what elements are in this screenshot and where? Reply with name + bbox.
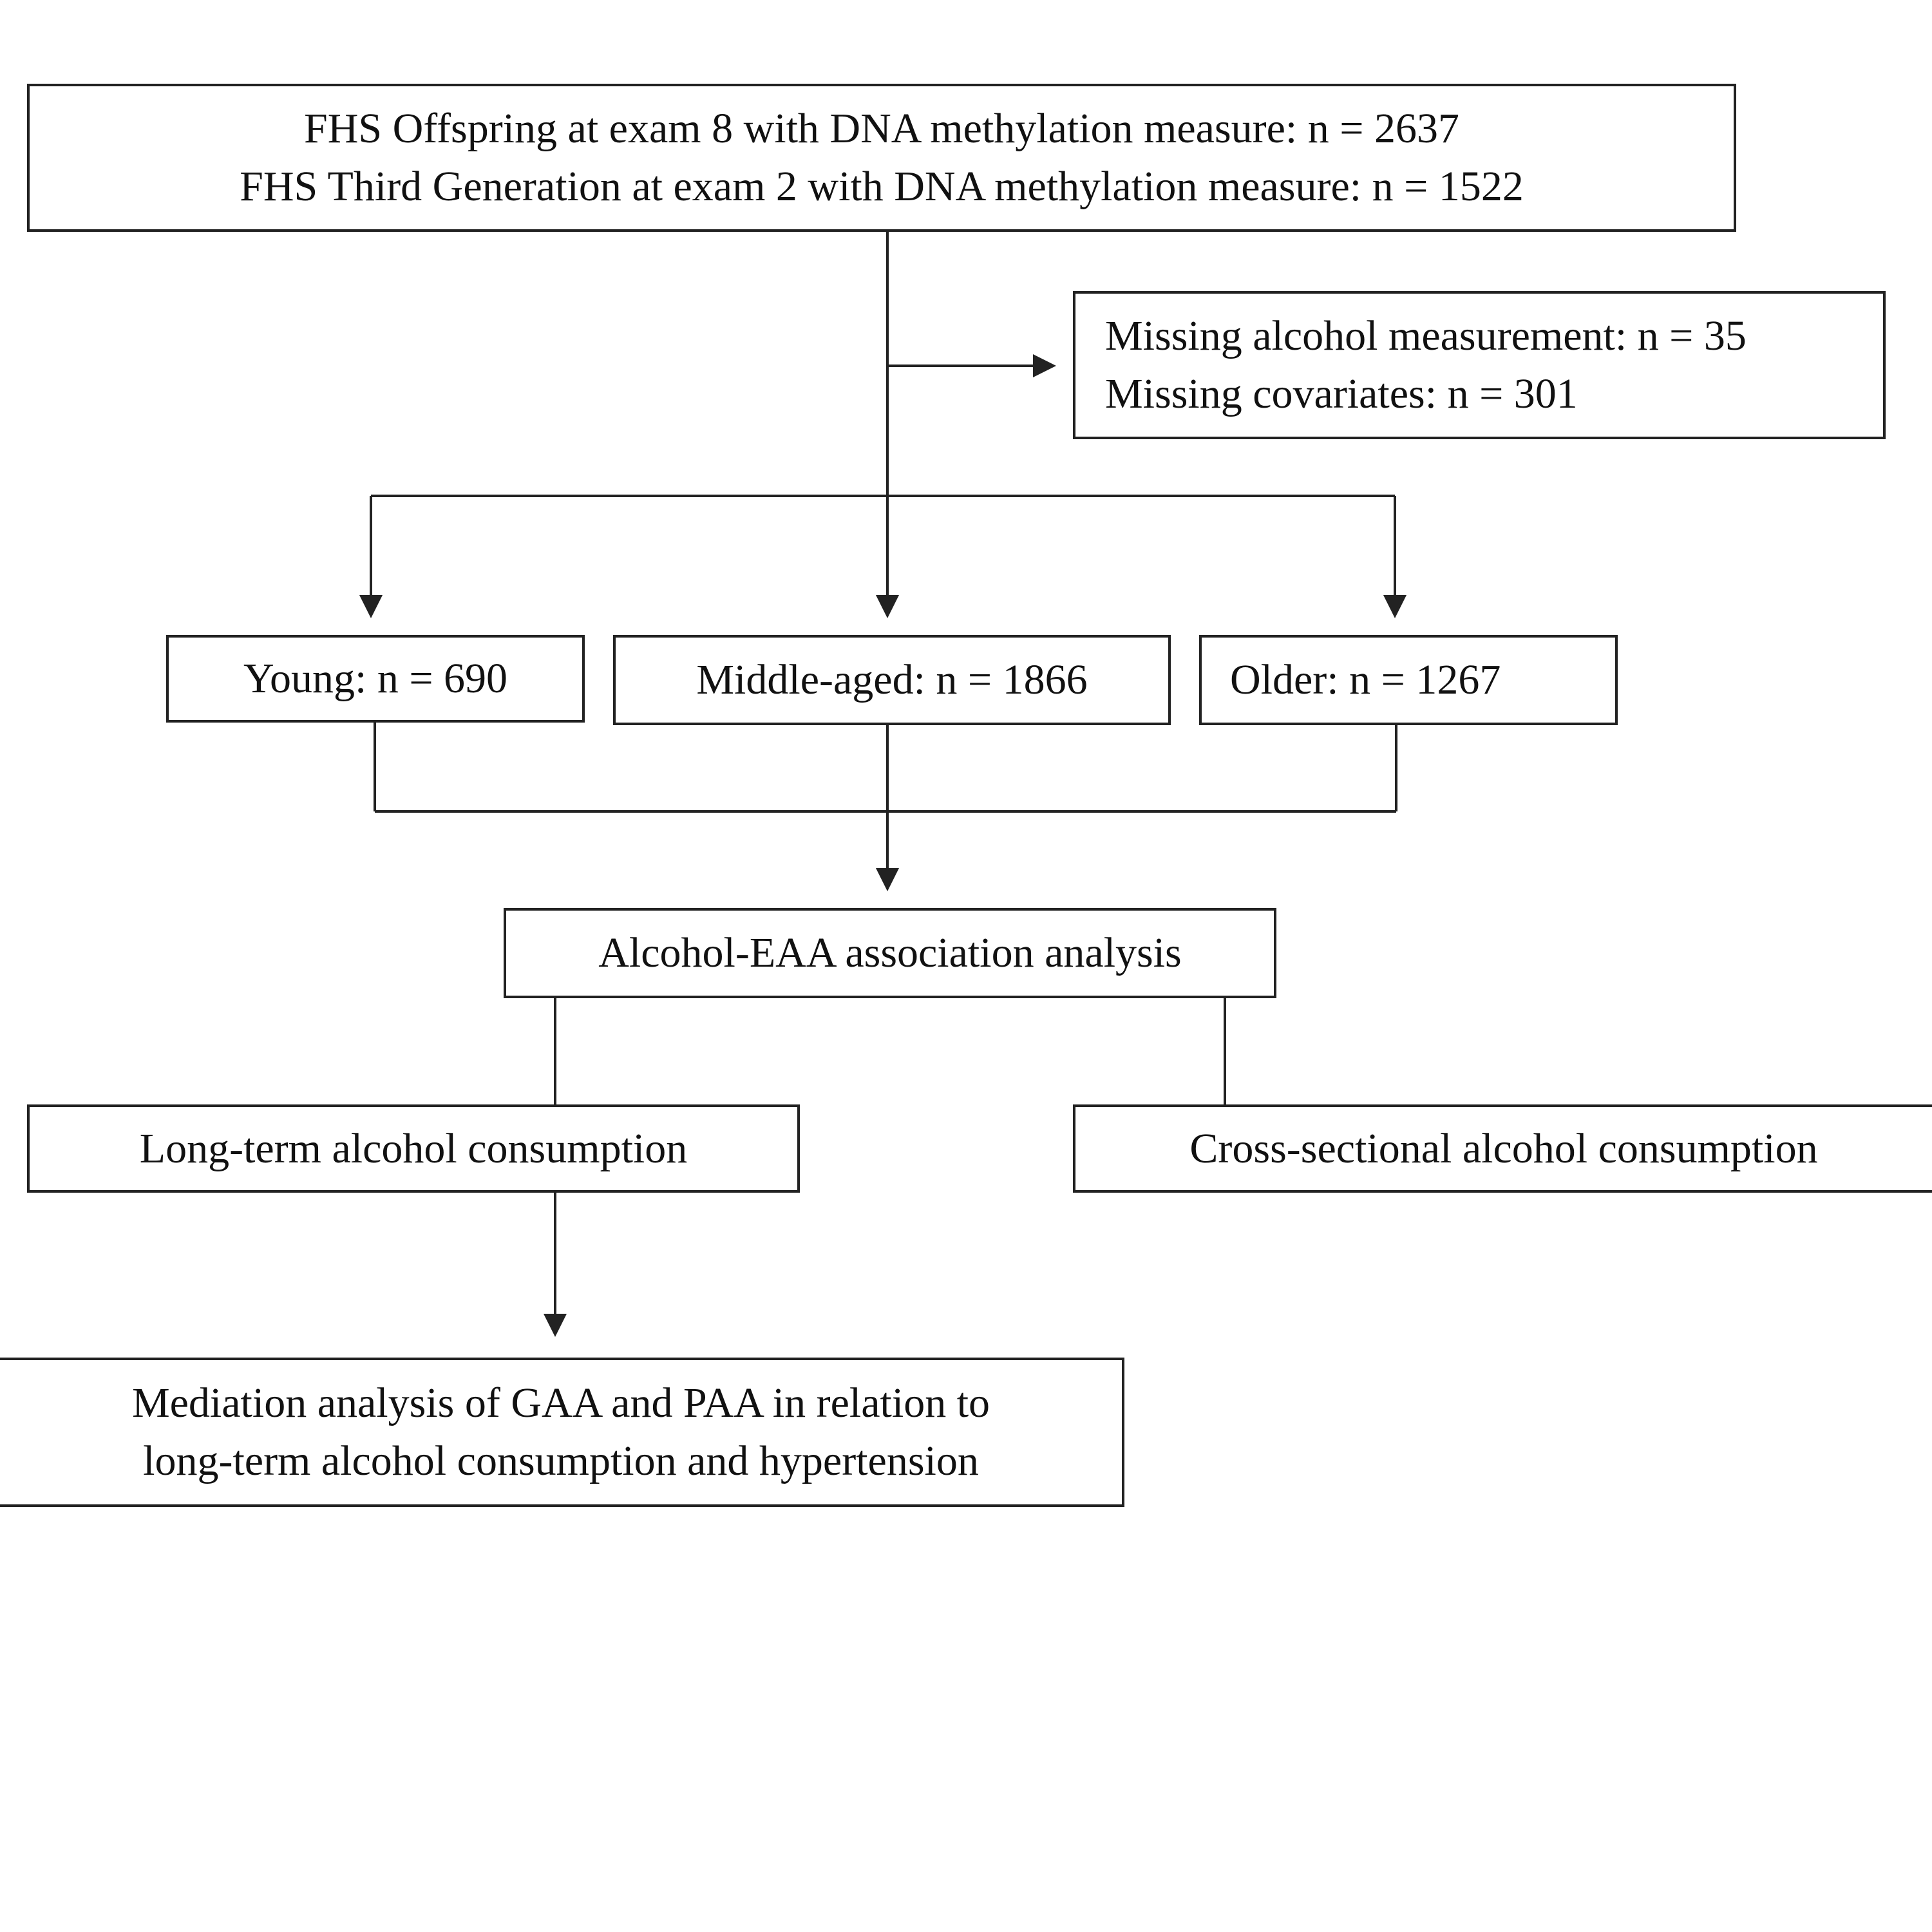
node-long-term-label: Long-term alcohol consumption xyxy=(139,1124,688,1172)
node-long-term: Long-term alcohol consumption xyxy=(27,1104,800,1193)
arrowhead-mediation xyxy=(544,1314,567,1337)
node-middle-aged-label: Middle-aged: n = 1866 xyxy=(696,656,1088,703)
node-association-label: Alcohol-EAA association analysis xyxy=(598,929,1182,976)
node-older: Older: n = 1267 xyxy=(1199,635,1618,725)
arrowhead-association xyxy=(876,868,899,891)
node-mediation-line-2: long-term alcohol consumption and hypert… xyxy=(143,1437,979,1484)
arrowhead-middle-aged xyxy=(876,595,899,618)
node-cross-sectional: Cross-sectional alcohol consumption xyxy=(1073,1104,1932,1193)
node-association: Alcohol-EAA association analysis xyxy=(504,908,1276,998)
node-mediation: Mediation analysis of GAA and PAA in rel… xyxy=(0,1358,1124,1507)
node-older-label: Older: n = 1267 xyxy=(1230,656,1501,703)
node-young: Young: n = 690 xyxy=(166,635,585,723)
node-exclusion-line-2: Missing covariates: n = 301 xyxy=(1105,370,1578,417)
arrowhead-older xyxy=(1383,595,1406,618)
node-exclusion-line-1: Missing alcohol measurement: n = 35 xyxy=(1105,312,1747,359)
node-cross-sectional-label: Cross-sectional alcohol consumption xyxy=(1189,1124,1818,1172)
node-source-line-2: FHS Third Generation at exam 2 with DNA … xyxy=(240,163,1524,210)
arrowhead-young xyxy=(359,595,383,618)
node-mediation-line-1: Mediation analysis of GAA and PAA in rel… xyxy=(131,1379,990,1426)
arrowhead-exclusion xyxy=(1033,354,1056,377)
node-source: FHS Offspring at exam 8 with DNA methyla… xyxy=(27,84,1736,232)
node-source-line-1: FHS Offspring at exam 8 with DNA methyla… xyxy=(304,105,1459,152)
node-exclusion: Missing alcohol measurement: n = 35 Miss… xyxy=(1073,291,1886,439)
node-young-label: Young: n = 690 xyxy=(243,655,508,702)
node-middle-aged: Middle-aged: n = 1866 xyxy=(613,635,1171,725)
